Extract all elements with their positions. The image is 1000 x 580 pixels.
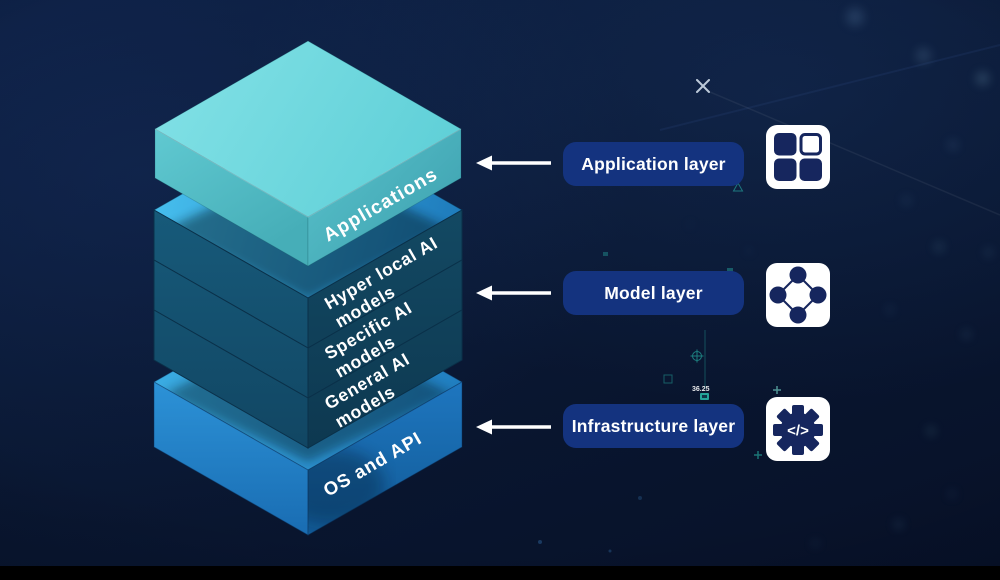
- infrastructure-layer-icon-card: </>: [765, 396, 831, 462]
- plus-mark-icon: [773, 386, 781, 394]
- faint-line: [659, 44, 1000, 131]
- cross-mark-icon: [696, 79, 710, 93]
- arrow-model-layer: [476, 285, 551, 301]
- applications-box: Applications: [154, 40, 462, 267]
- bokeh-dot: [962, 330, 971, 339]
- application-layer-callout: Application layer: [563, 142, 744, 186]
- triangle-outline-icon: [732, 181, 744, 192]
- infrastructure-layer-callout: Infrastructure layer: [563, 404, 744, 448]
- bokeh-dot: [688, 222, 693, 227]
- bokeh-dot: [846, 8, 864, 26]
- circuit-chip-glyph-inner: [702, 395, 707, 398]
- gear-code-icon: </>: [766, 397, 830, 461]
- bokeh-dot: [984, 248, 993, 257]
- faint-line: [709, 91, 1000, 216]
- circuit-dot: [638, 496, 642, 500]
- circuit-dot: [538, 540, 542, 544]
- bokeh-dot: [916, 48, 931, 63]
- applications-box-edge-highlight: [154, 128, 462, 218]
- letterbox-bar: [0, 566, 1000, 580]
- model-layer-callout: Model layer: [563, 271, 744, 315]
- circuit-decorations: 36.25: [538, 44, 1000, 553]
- circuit-dot: [727, 268, 733, 272]
- bokeh-dot: [746, 248, 752, 254]
- application-layer-callout-label: Application layer: [581, 153, 726, 174]
- bokeh-dot: [812, 540, 819, 547]
- bokeh-dot: [948, 490, 956, 498]
- tiny-readout-text: 36.25: [692, 386, 710, 393]
- bokeh-dot: [926, 426, 936, 436]
- bokeh-dot: [948, 140, 958, 150]
- general-ai-right-face: [307, 309, 463, 449]
- applications-box-right-face: [307, 128, 462, 267]
- bokeh-dot: [902, 196, 911, 205]
- code-glyph: </>: [787, 423, 809, 440]
- crosshair-icon: [690, 349, 704, 363]
- bokeh-dot: [976, 72, 989, 85]
- arrow-infrastructure-layer: [476, 419, 551, 435]
- plus-mark-icon: [754, 451, 762, 459]
- circuit-dot: [608, 549, 612, 553]
- model-layer-callout-label: Model layer: [604, 282, 703, 303]
- circuit-dot: [603, 252, 608, 256]
- arrow-application-layer: [476, 155, 551, 171]
- infrastructure-layer-callout-label: Infrastructure layer: [571, 415, 736, 436]
- model-layer-icon-card: [765, 262, 831, 328]
- bokeh-dot: [934, 242, 944, 252]
- bokeh-dot: [894, 520, 903, 529]
- callout-arrows: [476, 155, 551, 435]
- bokeh-dot: [886, 306, 894, 314]
- square-outline-icon: [663, 374, 673, 384]
- network-nodes-icon: [766, 263, 830, 327]
- grid-icon: [766, 125, 830, 189]
- application-layer-icon-card: [765, 124, 831, 190]
- corner-shadow: [308, 448, 385, 524]
